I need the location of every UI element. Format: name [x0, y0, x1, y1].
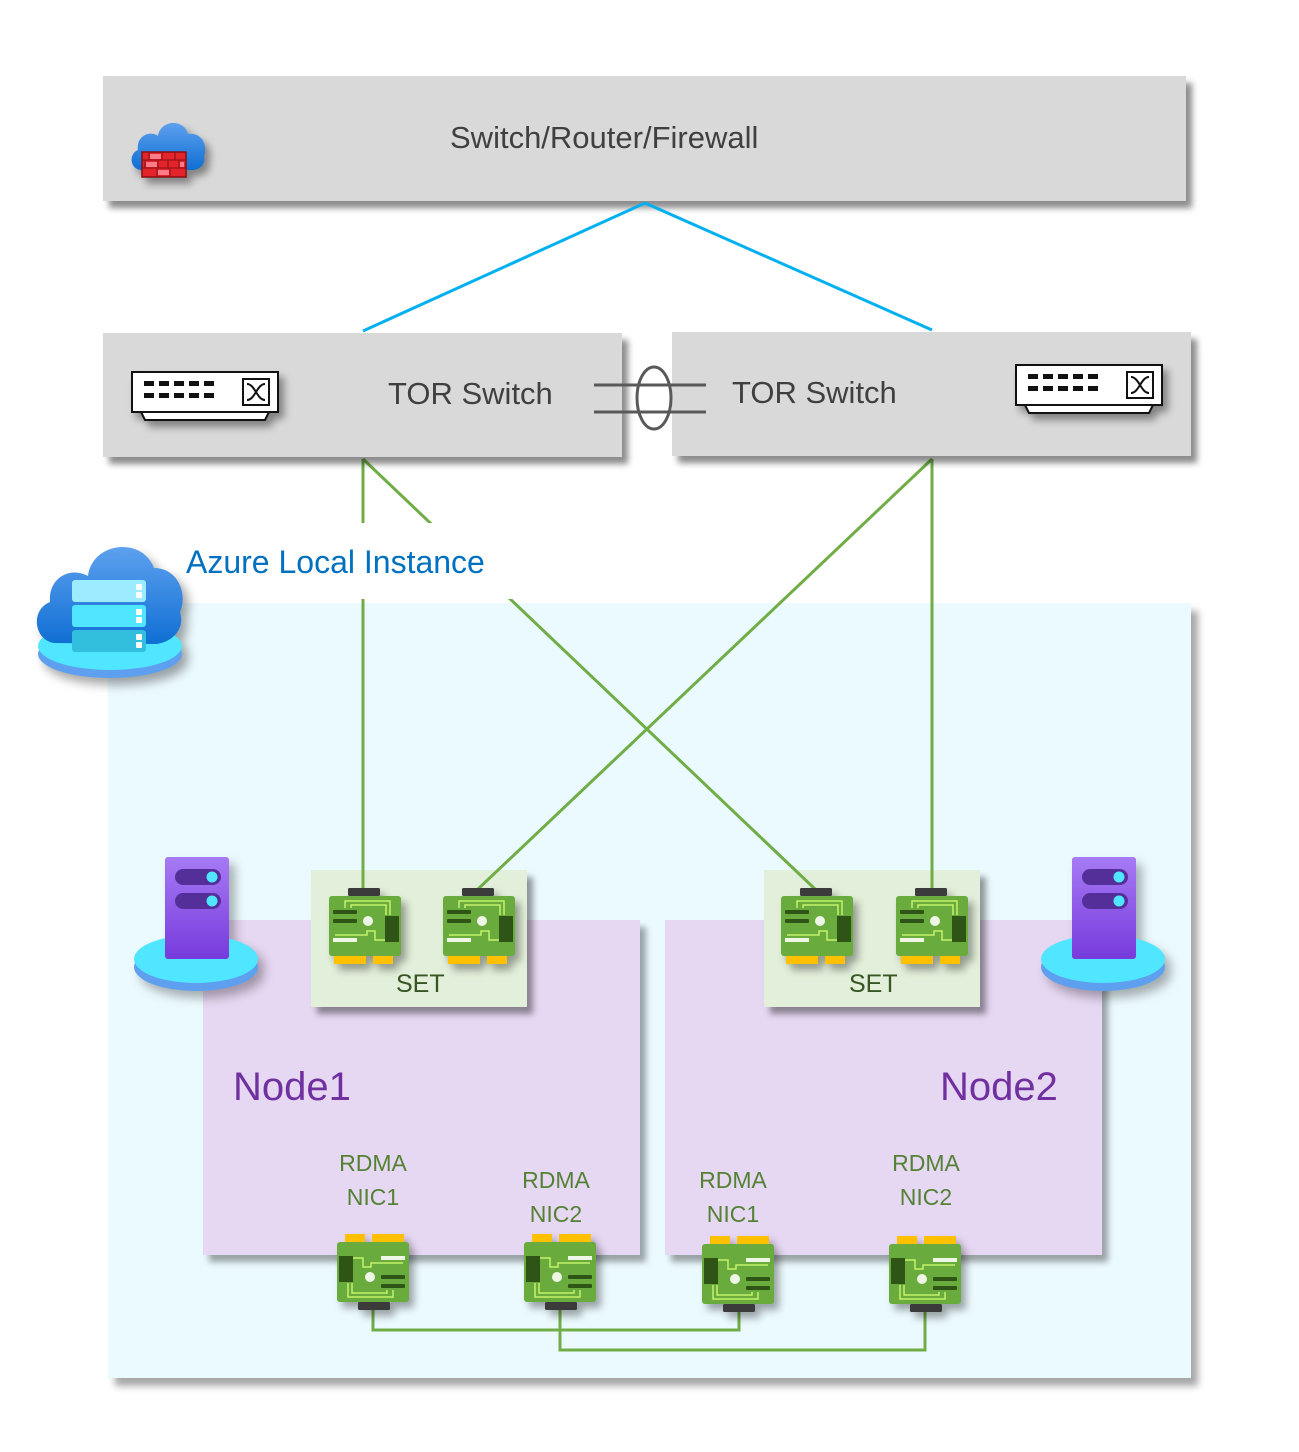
node2-rdma-nic1-label: RDMA NIC1 [695, 1163, 771, 1231]
node1-label: Node1 [233, 1065, 351, 1109]
node1-set-nic2-icon [441, 888, 517, 970]
network-switch-icon [131, 371, 281, 427]
azure-local-cloud-icon [30, 528, 190, 688]
node2-rdma-nic2-label: RDMA NIC2 [888, 1146, 964, 1214]
node1-rdma-nic2-label: RDMA NIC2 [518, 1163, 594, 1231]
tor-switch-2: TOR Switch [672, 332, 1191, 456]
node1-rdma-nic1-icon [335, 1228, 411, 1310]
node2-rdma-nic1-line2: NIC1 [706, 1201, 760, 1227]
node1-rdma-nic1-line2: NIC1 [346, 1184, 400, 1210]
tor-switch-1-label: TOR Switch [388, 376, 553, 411]
node2-rdma-nic2-icon [887, 1230, 963, 1312]
node1-set-nic1-icon [327, 888, 403, 970]
lag-ellipse-icon [594, 365, 706, 431]
node1-rdma-nic2-line2: NIC2 [529, 1201, 583, 1227]
azure-local-instance-label: Azure Local Instance [186, 544, 485, 580]
node2-rdma-nic1-line1: RDMA [699, 1167, 767, 1193]
node2-server-icon [1040, 855, 1170, 995]
node1-rdma-nic2-icon [522, 1228, 598, 1310]
node2-rdma-nic2-line2: NIC2 [899, 1184, 953, 1210]
uplink-left [362, 201, 646, 333]
node2-rdma-nic1-icon [700, 1230, 776, 1312]
node1-rdma-nic2-line1: RDMA [522, 1167, 590, 1193]
switch-router-firewall: Switch/Router/Firewall [103, 76, 1186, 201]
network-switch-icon [1015, 364, 1165, 420]
uplink-right [644, 201, 933, 332]
node2-rdma-nic2-line1: RDMA [892, 1150, 960, 1176]
node1-server-icon [133, 855, 263, 995]
switch-router-firewall-label: Switch/Router/Firewall [450, 120, 759, 155]
node2-set-nic1-icon [779, 888, 855, 970]
node1-rdma-nic1-line1: RDMA [339, 1150, 407, 1176]
tor-switch-1: TOR Switch [103, 333, 622, 457]
node2-set-label: SET [849, 970, 898, 998]
node1-rdma-nic1-label: RDMA NIC1 [335, 1146, 411, 1214]
cloud-firewall-icon [128, 112, 210, 178]
node1-set-label: SET [396, 970, 445, 998]
node2-set-nic2-icon [894, 888, 970, 970]
tor-switch-2-label: TOR Switch [732, 375, 897, 410]
node2-label: Node2 [940, 1065, 1058, 1109]
